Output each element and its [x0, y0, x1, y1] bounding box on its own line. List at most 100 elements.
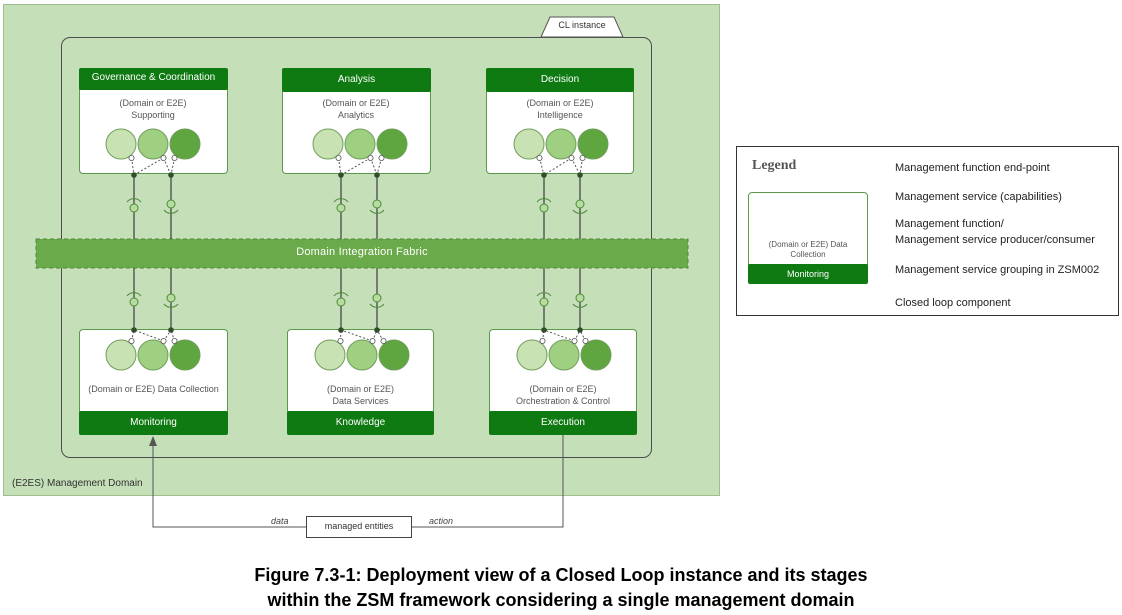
management-service-dot — [369, 337, 376, 344]
stage-title-knowledge: Knowledge — [287, 411, 434, 435]
management-service-dot — [128, 337, 135, 344]
management-domain-label: (E2ES) Management Domain — [12, 478, 143, 489]
function-endpoint — [338, 172, 344, 178]
management-service-dot — [571, 337, 578, 344]
management-function-circle — [344, 128, 376, 160]
management-service-dot — [380, 337, 387, 344]
management-function-circle — [314, 339, 346, 371]
management-function-circle — [137, 128, 169, 160]
stage-title-governance: Governance & Coordination — [79, 68, 228, 90]
service-interfaces-bottom — [126, 292, 588, 308]
stage-sub-knowledge-2: Data Services — [332, 396, 389, 406]
management-function-circle — [516, 339, 548, 371]
legend-title: Legend — [752, 158, 797, 173]
service-link — [579, 157, 583, 176]
stage-sub-governance-2: Supporting — [131, 110, 175, 120]
management-function-circle — [169, 339, 201, 371]
service-link — [543, 157, 572, 176]
service-link — [571, 157, 581, 176]
function-endpoint — [541, 327, 547, 333]
management-function-circle — [577, 128, 609, 160]
stage-title-execution: Execution — [489, 411, 637, 435]
management-service-dot — [536, 154, 543, 161]
management-service-dot — [579, 154, 586, 161]
legend-item-service: Management service (capabilities) — [895, 191, 1062, 203]
stage-title-decision: Decision — [486, 68, 634, 92]
management-service-dot — [160, 337, 167, 344]
fabric-label: Domain Integration Fabric — [296, 246, 428, 258]
management-function-circle — [545, 128, 577, 160]
stage-sub-analysis-2: Analytics — [337, 110, 374, 120]
service-link — [338, 157, 342, 176]
function-endpoint — [577, 172, 583, 178]
legend-item-component: Closed loop component — [895, 297, 1011, 309]
service-link — [340, 329, 373, 342]
legend-item-grouping: Management service grouping in ZSM002 — [895, 264, 1100, 276]
management-service-dot — [171, 154, 178, 161]
stage-sub-execution-1: (Domain or E2E) — [529, 384, 597, 394]
integration-fabric — [35, 238, 689, 269]
stage-sub-decision-2: Intelligence — [537, 110, 583, 120]
management-function-circle — [137, 339, 169, 371]
figure-caption-line-1: Figure 7.3-1: Deployment view of a Close… — [254, 565, 868, 585]
function-endpoint — [541, 172, 547, 178]
action-flow-label: action — [429, 516, 454, 526]
management-function-circle — [346, 339, 378, 371]
stage-sub-knowledge-1: (Domain or E2E) — [326, 384, 395, 394]
service-link — [543, 329, 575, 342]
service-link — [376, 157, 382, 176]
figure-caption-line-2: within the ZSM framework considering a s… — [267, 590, 855, 610]
cl-instance-label: CL instance — [558, 20, 606, 30]
management-service-dot — [582, 337, 589, 344]
service-link — [133, 329, 164, 342]
function-endpoint — [338, 327, 344, 333]
management-function-circle — [312, 128, 344, 160]
legend-item-function-1: Management function/ — [895, 218, 1004, 230]
legend-item-function-2: Management service producer/consumer — [895, 234, 1095, 246]
stage-sub-execution-2: Orchestration & Control — [515, 396, 611, 406]
function-endpoint — [131, 172, 137, 178]
management-service-dot — [367, 154, 374, 161]
management-service-dot — [128, 154, 135, 161]
stage-title-monitoring: Monitoring — [79, 411, 228, 435]
stage-sub-monitoring-1: (Domain or E2E) Data Collection — [88, 384, 219, 394]
function-endpoint — [577, 327, 583, 333]
management-service-dot — [171, 337, 178, 344]
legend-sample-sub-1: (Domain or E2E) Data — [768, 240, 848, 249]
stage-sub-decision-1: (Domain or E2E) — [526, 98, 594, 108]
management-service-dot — [378, 154, 385, 161]
management-service-dot — [539, 337, 546, 344]
service-link — [170, 157, 175, 176]
service-link — [163, 157, 172, 176]
management-function-circle — [105, 339, 137, 371]
function-endpoint — [168, 327, 174, 333]
flow-lines — [152, 434, 564, 528]
service-link — [340, 157, 371, 176]
management-service-dot — [568, 154, 575, 161]
legend-sample-sub-2: Collection — [790, 250, 826, 259]
management-function-circle — [580, 339, 612, 371]
function-endpoint — [131, 327, 137, 333]
function-endpoint — [168, 172, 174, 178]
function-endpoint — [374, 327, 380, 333]
data-arrow-head — [149, 436, 157, 446]
management-function-circle — [378, 339, 410, 371]
service-link — [370, 157, 378, 176]
management-function-circle — [169, 128, 201, 160]
data-flow-label: data — [271, 516, 289, 526]
service-interfaces-top — [126, 198, 588, 214]
stage-sub-governance-1: (Domain or E2E) — [119, 98, 187, 108]
legend-item-endpoint: Management function end-point — [895, 162, 1050, 174]
management-service-dot — [335, 154, 342, 161]
stage-title-analysis: Analysis — [282, 68, 431, 92]
management-function-circle — [513, 128, 545, 160]
service-link — [133, 157, 164, 176]
management-function-circle — [376, 128, 408, 160]
management-function-circle — [105, 128, 137, 160]
stage-sub-analysis-1: (Domain or E2E) — [322, 98, 390, 108]
service-link — [131, 157, 135, 176]
function-endpoint — [374, 172, 380, 178]
management-function-circle — [548, 339, 580, 371]
management-service-dot — [337, 337, 344, 344]
